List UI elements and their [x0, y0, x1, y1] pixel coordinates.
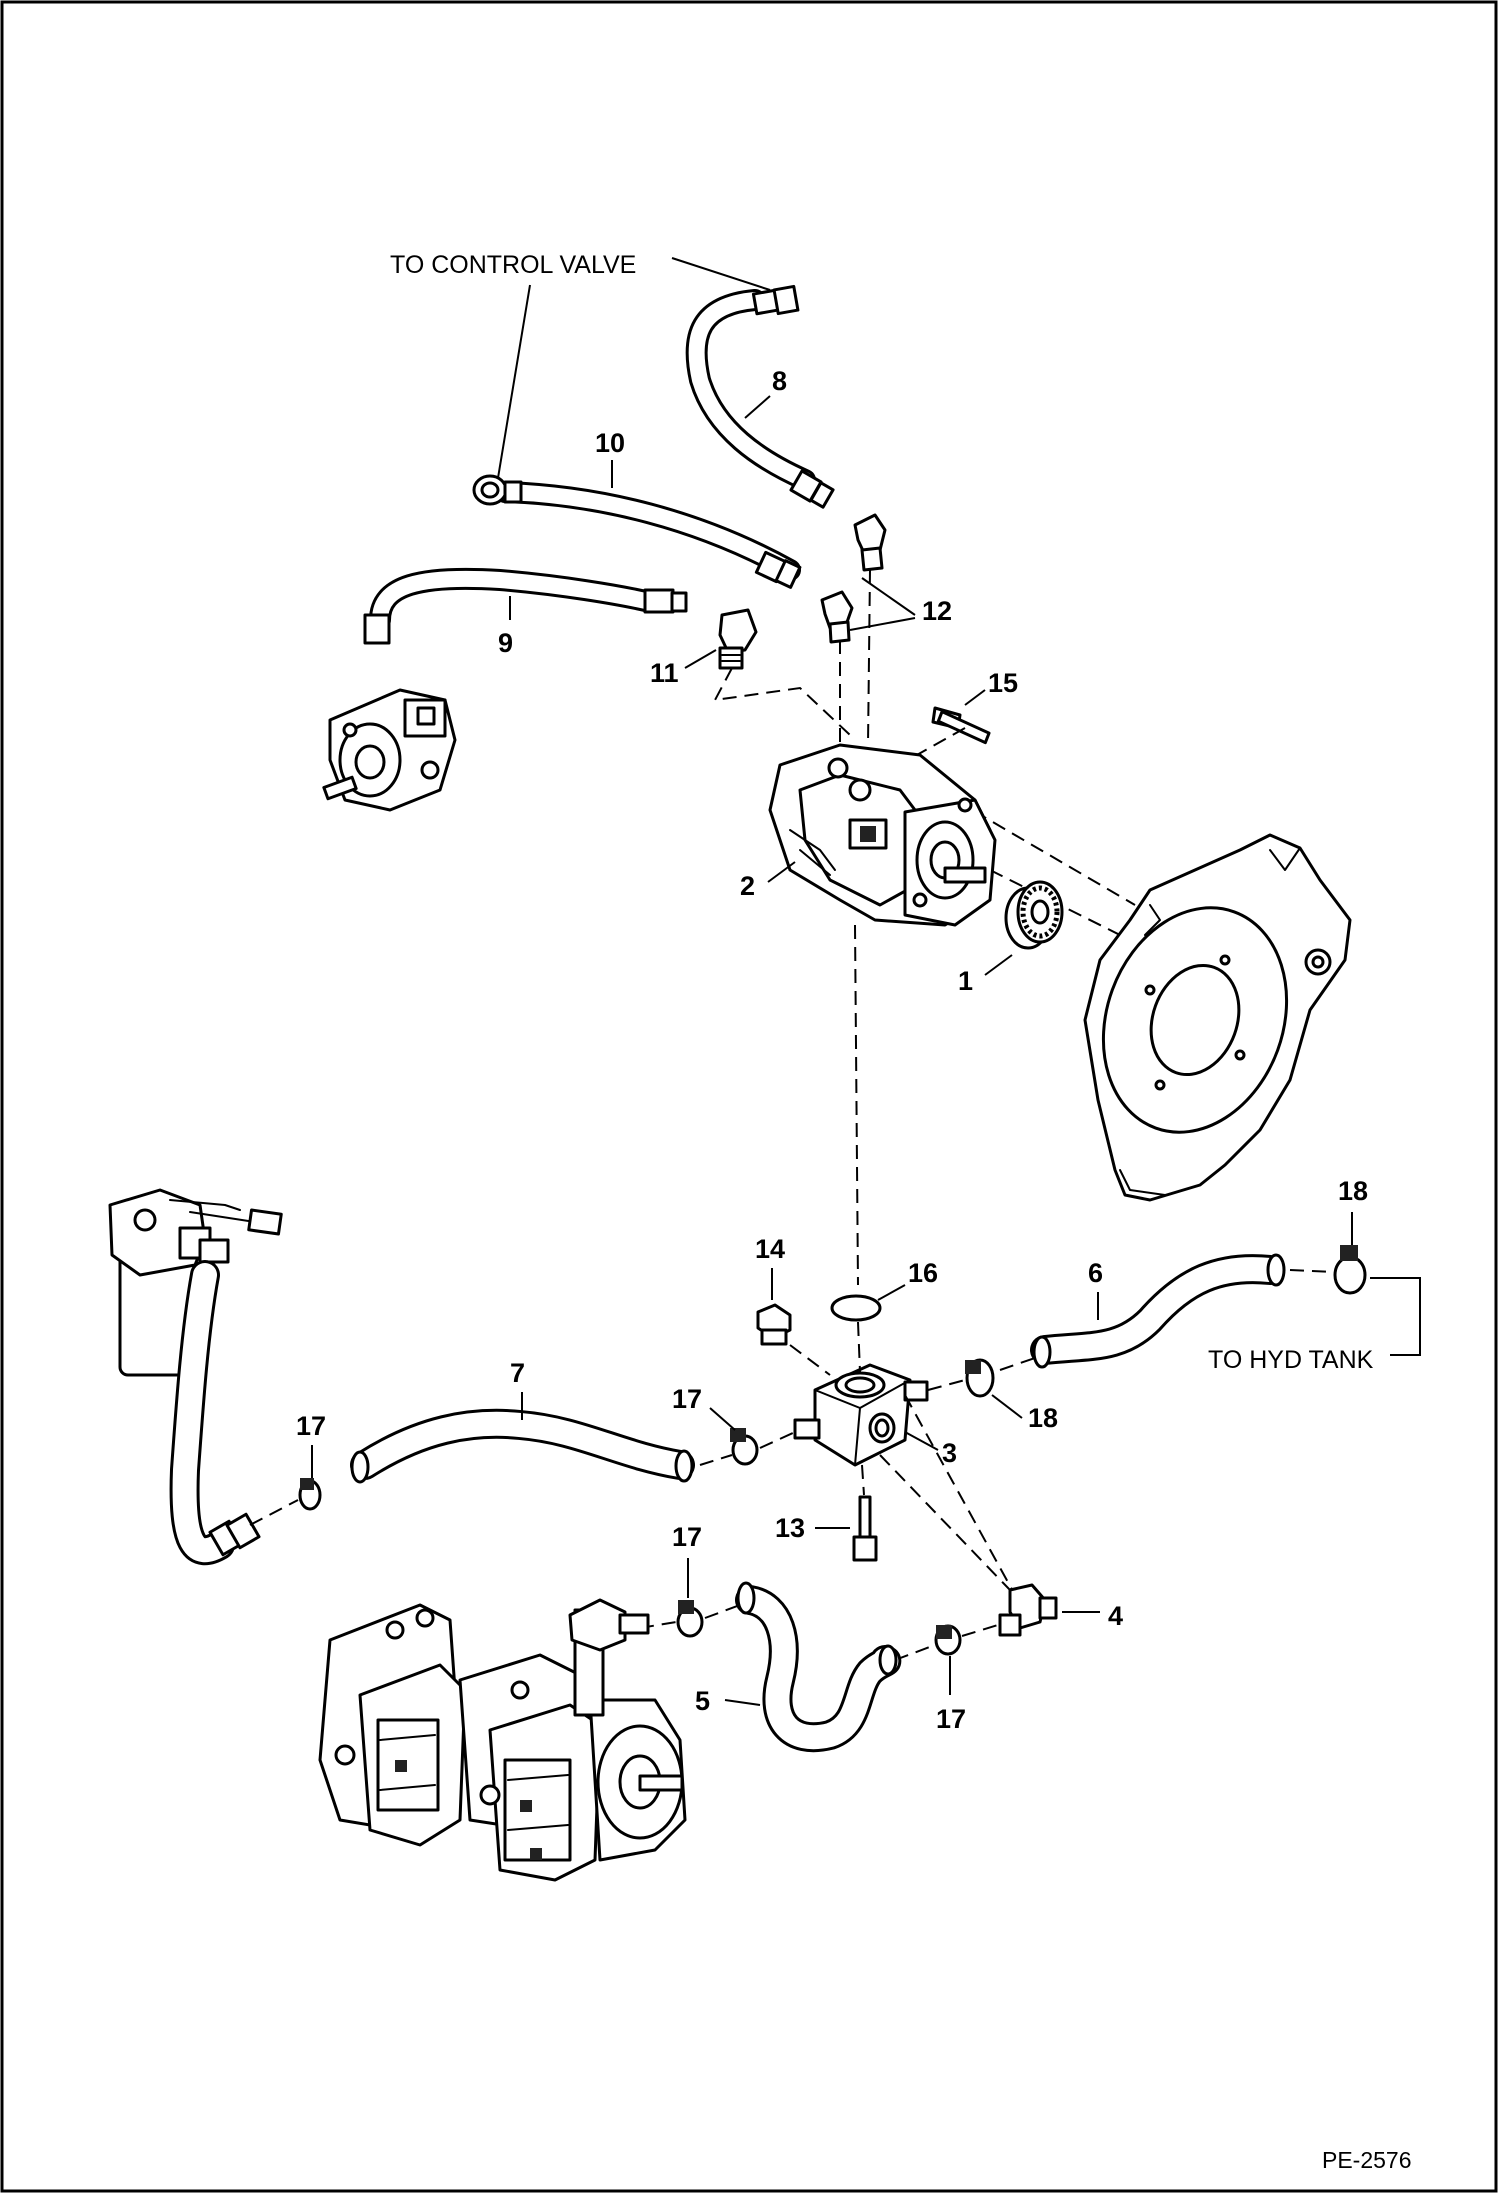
elbow-fitting-11: [718, 608, 758, 670]
dash-block-to-bolt13: [861, 1464, 865, 1496]
filter-return-hose: [169, 1260, 261, 1566]
callout-7: 7: [510, 1358, 525, 1388]
elbow-fitting-12b: [820, 590, 854, 644]
leader-18-mid: [991, 1394, 1023, 1419]
drive-gear-1: [1004, 880, 1064, 950]
to-hyd-tank-label: TO HYD TANK: [1208, 1346, 1374, 1374]
hose-clamp-17-left: [298, 1478, 322, 1511]
callout-18-mid: 18: [1028, 1403, 1058, 1433]
hose-8: [685, 284, 835, 509]
leader-8: [744, 395, 771, 419]
o-ring-16: [830, 1294, 882, 1322]
dash-block-to-clamp18: [927, 1379, 966, 1391]
dash-clamp18-to-hose6: [999, 1357, 1036, 1371]
leader-1: [984, 954, 1013, 976]
leader-15: [964, 689, 986, 706]
dash-clamp17-mid: [699, 1431, 796, 1466]
callout-14: 14: [755, 1234, 785, 1264]
hose-9: [363, 567, 688, 645]
bolt-15: [931, 706, 991, 745]
tandem-drive-pump: [318, 1598, 687, 1882]
dash-block-to-fitting4b: [904, 1394, 1016, 1596]
callout-8: 8: [772, 366, 787, 396]
callout-10: 10: [595, 428, 625, 458]
leader-5: [724, 1699, 761, 1706]
callout-9: 9: [498, 628, 513, 658]
callout-3: 3: [942, 1438, 957, 1468]
to-control-valve-label: TO CONTROL VALVE: [390, 251, 636, 279]
leader-16: [877, 1284, 906, 1301]
dash-fitting11-to-pump: [713, 667, 851, 736]
hyd-tank-bracket: [1370, 1277, 1421, 1356]
dash-oring-to-block: [857, 1321, 861, 1373]
hose-clamp-17-lower: [934, 1624, 962, 1656]
dash-fittings12-to-pump: [839, 569, 871, 760]
dash-hose6-to-clamp18: [1289, 1269, 1334, 1273]
hose-7: [350, 1408, 695, 1484]
hose-5: [735, 1581, 902, 1753]
leader-12: [849, 577, 916, 631]
callout-17-lower: 17: [936, 1704, 966, 1734]
hydraulic-filter: [108, 1188, 283, 1377]
callout-18-right: 18: [1338, 1176, 1368, 1206]
hose-clamp-18-right: [1333, 1245, 1367, 1295]
drawing-code: PE-2576: [1322, 2147, 1412, 2173]
callout-16: 16: [908, 1258, 938, 1288]
callout-2: 2: [740, 871, 755, 901]
dash-clamp17-left: [249, 1499, 299, 1526]
elbow-fitting-12a: [853, 513, 887, 572]
callout-5: 5: [695, 1686, 710, 1716]
hose-clamp-18-mid: [965, 1358, 995, 1398]
callout-6: 6: [1088, 1258, 1103, 1288]
leader-2: [767, 861, 796, 883]
callout-12: 12: [922, 596, 952, 626]
gear-pump-small: [322, 688, 457, 812]
hose-clamp-17-mid: [730, 1428, 759, 1466]
callout-11: 11: [650, 658, 679, 688]
flywheel-housing: [1083, 833, 1352, 1202]
leader-3: [904, 1431, 939, 1451]
callout-17-mid: 17: [672, 1384, 702, 1414]
manifold-block-3: [793, 1363, 929, 1467]
callout-1: 1: [958, 966, 973, 996]
hose-clamp-17-upper: [676, 1600, 704, 1638]
dash-block-to-fitting4: [879, 1454, 1011, 1591]
dash-pump-to-block: [854, 924, 859, 1286]
leader-17-mid: [709, 1407, 736, 1431]
hose-10: [472, 474, 802, 589]
dash-clamp17-lower: [894, 1624, 999, 1661]
elbow-fitting-4: [998, 1583, 1058, 1637]
callout-13: 13: [775, 1513, 805, 1543]
callout-4: 4: [1108, 1601, 1123, 1631]
plug-fitting-14: [756, 1303, 792, 1346]
dash-plug14: [789, 1344, 831, 1376]
hydraulic-pump-2: [768, 743, 997, 927]
leader-control-valve-a: [671, 257, 771, 291]
leader-control-valve-b: [496, 284, 531, 485]
leader-11: [684, 649, 717, 669]
callout-17-upper: 17: [672, 1522, 702, 1552]
bolt-13: [852, 1495, 878, 1562]
callout-17-left: 17: [296, 1411, 326, 1441]
callout-15: 15: [988, 668, 1018, 698]
hose-6: [1030, 1253, 1286, 1369]
